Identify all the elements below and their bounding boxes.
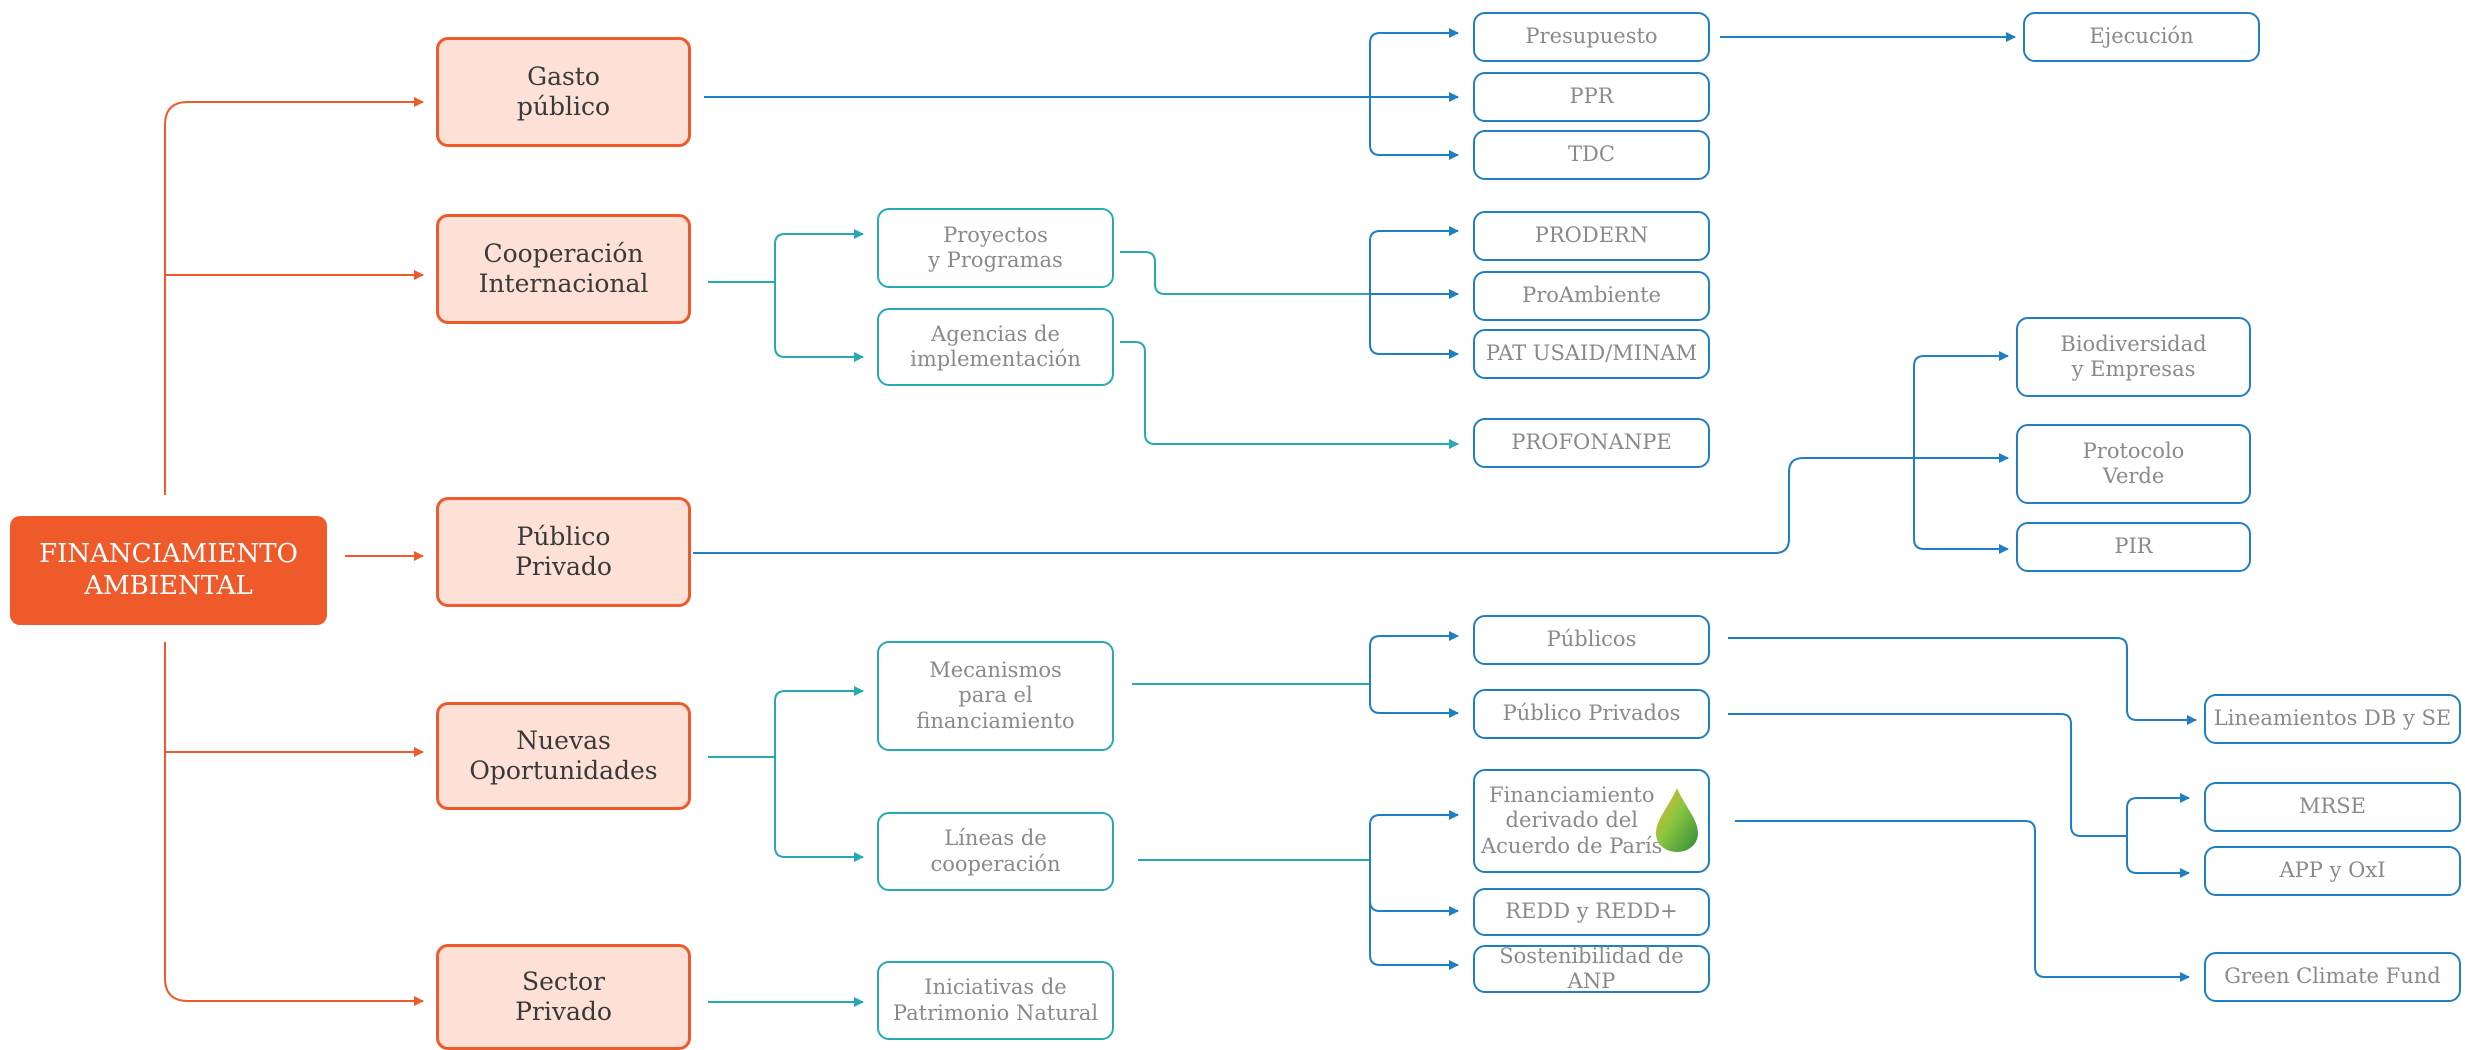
node-presupuesto: Presupuesto xyxy=(1473,12,1710,62)
category-nuevas-oportunidades: Nuevas Oportunidades xyxy=(436,702,691,810)
link-nuevas-lineas xyxy=(774,757,864,862)
node-proyectos-programas: Proyectos y Programas xyxy=(877,208,1114,288)
link-bus-acuerdo xyxy=(1369,810,1459,860)
node-biodiversidad-empresas: Biodiversidad y Empresas xyxy=(2016,317,2251,397)
link-publicos-lineamientos xyxy=(1728,637,2197,725)
node-mecanismos-financiamiento: Mecanismos para el financiamiento xyxy=(877,641,1114,751)
link-agencias-profonanpe xyxy=(1120,341,1459,449)
node-green-climate-fund: Green Climate Fund xyxy=(2204,952,2461,1002)
link-bus-presupuesto xyxy=(1369,28,1459,97)
link-bus-pat xyxy=(1369,294,1459,359)
link-nuevas-mecanismos xyxy=(708,686,864,758)
link-bus-biodiversidad xyxy=(1913,351,2009,458)
node-mrse: MRSE xyxy=(2204,782,2461,832)
root-node: FINANCIAMIENTO AMBIENTAL xyxy=(10,516,327,625)
link-bus-tdc xyxy=(1369,97,1459,160)
node-publico-privados: Público Privados xyxy=(1473,689,1710,739)
node-redd: REDD y REDD+ xyxy=(1473,888,1710,936)
category-sector-privado: Sector Privado xyxy=(436,944,691,1050)
node-ejecucion: Ejecución xyxy=(2023,12,2260,62)
node-agencias-implementacion: Agencias de implementación xyxy=(877,308,1114,386)
green-drop-icon xyxy=(1656,788,1698,852)
category-cooperacion-internacional: Cooperación Internacional xyxy=(436,214,691,324)
link-publico-protocolo xyxy=(693,453,2009,554)
node-profonanpe: PROFONANPE xyxy=(1473,418,1710,468)
node-ppr: PPR xyxy=(1473,72,1710,122)
link-bus-publico-privados xyxy=(1369,684,1459,718)
link-coop-agencias xyxy=(774,282,864,362)
link-acuerdo-gcf xyxy=(1735,820,2190,982)
node-lineamientos-db-se: Lineamientos DB y SE xyxy=(2204,694,2461,744)
node-protocolo-verde: Protocolo Verde xyxy=(2016,424,2251,504)
category-publico-privado: Público Privado xyxy=(436,497,691,607)
link-bus-publicos xyxy=(1369,631,1459,684)
category-gasto-publico: Gasto público xyxy=(436,37,691,147)
link-bus-mrse xyxy=(2126,793,2190,836)
node-lineas-cooperacion: Líneas de cooperación xyxy=(877,812,1114,891)
link-publico-privados-bus xyxy=(1728,713,2127,837)
link-root-nuevas xyxy=(164,642,424,1006)
link-proyectos-bus xyxy=(1120,251,1370,295)
node-app-oxi: APP y OxI xyxy=(2204,846,2461,896)
acuerdo-paris-label: Financiamiento derivado del Acuerdo de P… xyxy=(1481,783,1663,858)
link-bus-prodern xyxy=(1369,226,1459,294)
node-tdc: TDC xyxy=(1473,130,1710,180)
link-bus-pir xyxy=(1913,458,2009,554)
link-coop-proyectos xyxy=(708,229,864,283)
link-root-gasto xyxy=(164,97,424,495)
node-pir: PIR xyxy=(2016,522,2251,572)
node-sostenibilidad-anp: Sostenibilidad de ANP xyxy=(1473,944,1710,993)
node-pat-usaid-minam: PAT USAID/MINAM xyxy=(1473,329,1710,379)
link-bus-anp xyxy=(1369,860,1459,970)
node-proambiente: ProAmbiente xyxy=(1473,271,1710,321)
node-prodern: PRODERN xyxy=(1473,211,1710,261)
link-bus-app xyxy=(2126,836,2190,878)
node-publicos: Públicos xyxy=(1473,615,1710,665)
node-iniciativas-patrimonio: Iniciativas de Patrimonio Natural xyxy=(877,961,1114,1040)
link-bus-redd xyxy=(1369,860,1459,916)
